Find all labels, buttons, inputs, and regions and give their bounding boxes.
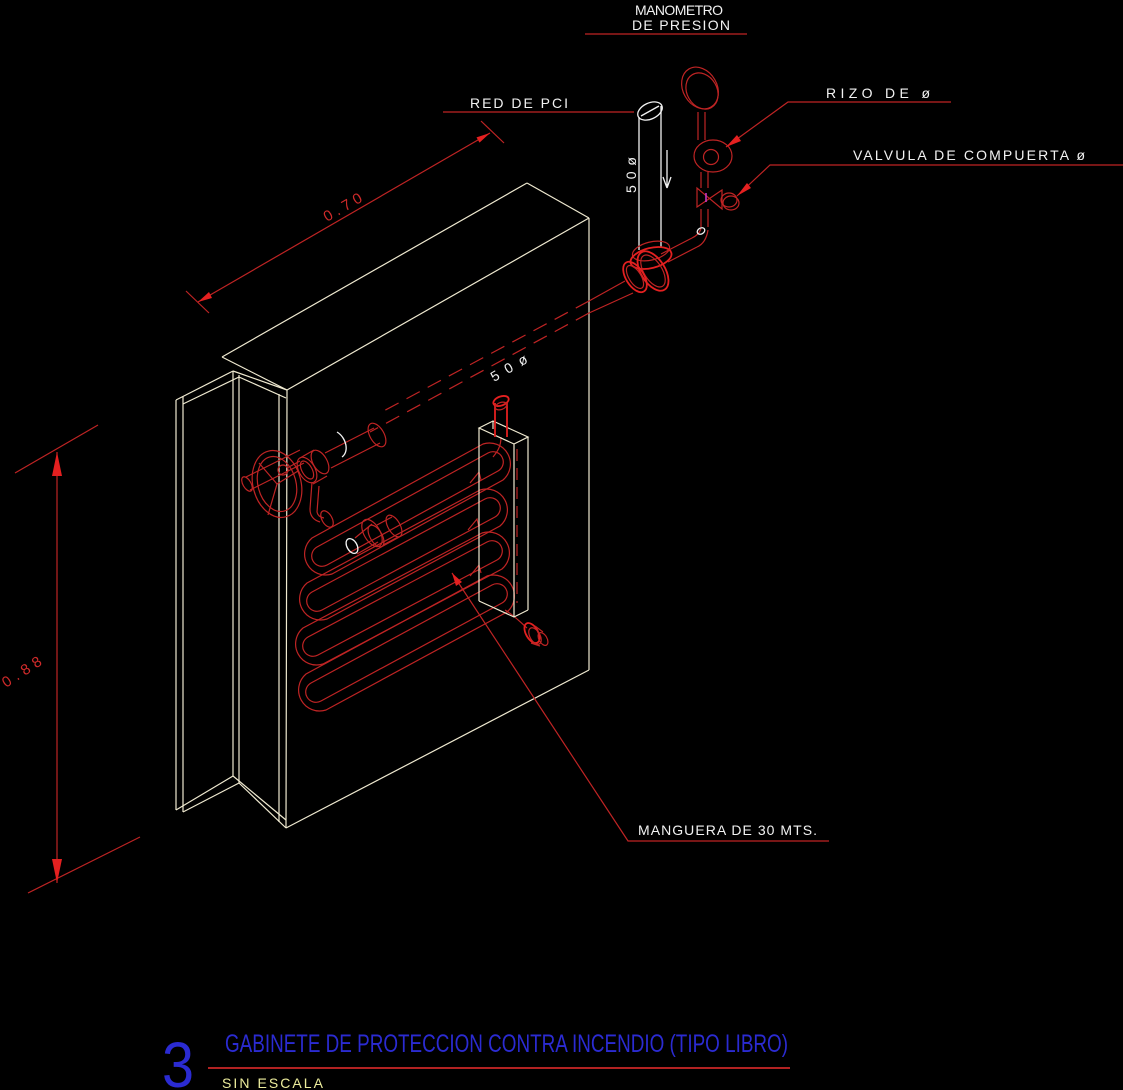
rizo-loop: [693, 139, 733, 173]
scale-note: SIN ESCALA: [222, 1075, 324, 1090]
callout-manguera: MANGUERA DE 30 MTS.: [451, 572, 829, 842]
cabinet-door-open: [175, 370, 288, 829]
dimension-height: 0.88: [0, 424, 141, 894]
gauge-riser: [681, 66, 740, 248]
detail-number: 3: [162, 1029, 194, 1090]
hose-outlet-coupling: [523, 622, 549, 647]
riser-diameter-label: 50ø: [623, 157, 639, 193]
dim-height-text: 0.88: [0, 653, 45, 691]
hidden-supply-pipe: [369, 300, 590, 433]
valve-handwheel: [251, 449, 303, 519]
rizo-label: RIZO DE ø: [826, 85, 930, 101]
riser-tee-coupling: [588, 237, 698, 314]
manometro-label-1: MANOMETRO: [635, 2, 723, 18]
callout-red-de-pci: RED DE PCI: [443, 95, 634, 113]
gate-valve: [696, 186, 740, 211]
pci-riser-pipe: [637, 101, 672, 250]
pipe-highlight: [336, 431, 347, 458]
drawing-title: GABINETE DE PROTECCION CONTRA INCENDIO (…: [225, 1030, 788, 1058]
dimension-width: 0.70: [185, 120, 505, 314]
callout-manometro: MANOMETRO DE PRESION: [585, 2, 747, 35]
callout-rizo: RIZO DE ø: [725, 85, 951, 148]
title-block: 3 GABINETE DE PROTECCION CONTRA INCENDIO…: [162, 1029, 790, 1090]
nozzle-tip: [345, 537, 359, 555]
dim-width-text: 0.70: [321, 190, 366, 226]
angle-valve-assembly: [241, 422, 387, 528]
manguera-label: MANGUERA DE 30 MTS.: [638, 822, 817, 838]
callout-hose-diameter: 50ø: [488, 351, 531, 385]
flow-arrow-down: [662, 150, 672, 189]
elbow-fitting: [696, 227, 706, 235]
callout-valvula: VALVULA DE COMPUERTA ø: [736, 147, 1123, 197]
callout-riser-diameter: 50ø: [623, 157, 639, 193]
flow-tick: [467, 517, 480, 531]
pressure-gauge: [681, 66, 719, 110]
hose-diameter-label: 50ø: [488, 351, 531, 385]
hose-nozzle: [345, 514, 403, 555]
hose-rack-bracket: [477, 420, 530, 618]
hose-connection-stub: [492, 395, 510, 437]
red-de-pci-label: RED DE PCI: [470, 95, 568, 111]
valvula-label: VALVULA DE COMPUERTA ø: [853, 147, 1085, 163]
manometro-label-2: DE PRESION: [632, 17, 730, 33]
hose-coil: [295, 436, 528, 712]
cabinet-box: [175, 182, 590, 829]
